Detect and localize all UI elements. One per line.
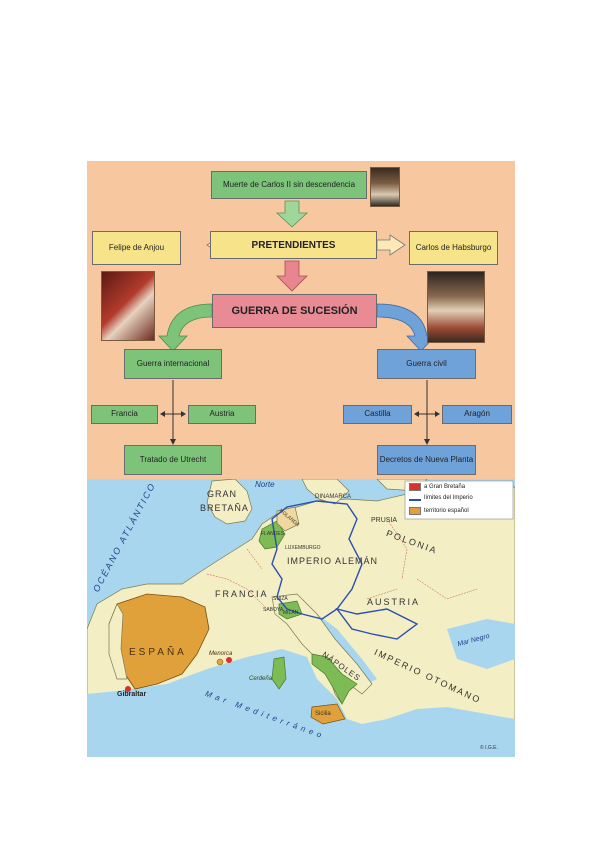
label-austria: AUSTRIA [367,597,421,607]
legend-swatch-red [409,483,421,491]
tratado-utrecht-label: Tratado de Utrecht [139,454,207,464]
austria-box: Austria [188,405,256,424]
succession-war-diagram: Muerte de Carlos II sin descendencia Fel… [87,161,515,479]
adriatic-sea [317,614,377,684]
label-espana: ESPAÑA [129,647,187,658]
aragon-label: Aragón [464,409,490,419]
label-norte: Norte [255,480,275,489]
label-copyright: © I.G.E. [480,745,498,751]
austria-label: Austria [209,409,235,419]
guerra-internacional-label: Guerra internacional [136,358,210,368]
death-carlos-label: Muerte de Carlos II sin descendencia [222,179,356,189]
arrowhead-left-result [170,439,176,445]
pretendientes-box: PRETENDIENTES [210,231,377,259]
label-imperio-aleman: IMPERIO ALEMÁN [287,556,379,566]
arrowhead-right-h1 [414,411,419,417]
legend-swatch-blue-line [409,498,421,501]
label-luxemburgo: LUXEMBURGO [285,545,321,551]
naples-territory [311,653,358,705]
scandinavia-land [301,479,350,505]
carlos-habsburgo-box: Carlos de Habsburgo [409,231,498,265]
francia-label: Francia [111,409,138,419]
legend-label-territorio: territorio español [424,508,469,514]
label-francia: FRANCIA [215,589,269,599]
map-shapes [87,479,515,757]
label-milan: MILÁN [283,610,299,616]
death-carlos-box: Muerte de Carlos II sin descendencia [211,171,367,199]
label-saboya: SABOYA [263,607,284,613]
black-sea [447,619,515,669]
great-britain-land [206,479,253,525]
nueva-planta-label: Decretos de Nueva Planta [379,454,474,464]
guerra-civil-box: Guerra civil [377,349,476,379]
menorca-british-marker [226,657,232,663]
menorca-island [216,658,224,666]
arrowhead-left-h2 [181,411,186,417]
tratado-utrecht-box: Tratado de Utrecht [124,445,222,475]
felipe-anjou-box: Felipe de Anjou [92,231,181,265]
holland-land [276,506,300,532]
internal-borders [206,518,478,610]
europe-map: a Gran Bretaña límites del Imperio terri… [87,479,515,757]
legend-label-gran-bretana: a Gran Bretaña [424,484,466,490]
guerra-sucesion-box: GUERRA DE SUCESIÓN [212,294,377,328]
sicily-territory [310,703,346,725]
legend-label-limites: límites del Imperio [424,495,473,501]
legend-item-gran-bretana: a Gran Bretaña [409,483,465,491]
label-dinamarca: DINAMARCA [315,494,352,500]
label-flandes: FLANDES [261,531,285,537]
castilla-label: Castilla [364,409,391,419]
legend-item-limites: límites del Imperio [409,495,473,501]
carlos-ii-portrait [370,167,400,207]
gibraltar-british-marker [125,686,131,692]
carlos-habsburgo-portrait [427,271,485,343]
portugal-land [108,603,128,680]
arrowhead-left-h1 [160,411,165,417]
arrow-curve-left [158,303,213,352]
mediterranean-sea [87,649,515,757]
arrowhead-right-h2 [435,411,440,417]
carlos-habsburgo-label: Carlos de Habsburgo [415,242,492,252]
legend-box [404,480,514,520]
arrow-right-pretender [376,234,406,256]
francia-box: Francia [91,405,158,424]
aragon-box: Aragón [442,405,512,424]
label-menorca: Menorca [209,651,233,657]
guerra-civil-label: Guerra civil [406,358,447,368]
label-cerdena: Cerdeña [249,676,273,682]
arrow-down-top [275,200,309,228]
label-prusia: PRUSIA [371,517,398,524]
sardinia-territory [271,656,287,690]
felipe-v-portrait [101,271,155,341]
label-sicilia: Sicilia [315,711,331,717]
castilla-box: Castilla [343,405,412,424]
label-suiza: SUIZA [273,596,288,602]
austria-boundary [335,607,419,640]
arrowhead-right-result [424,439,430,445]
arrow-down-war [276,260,308,292]
legend-swatch-orange [409,507,421,515]
label-gibraltar: Gibraltar [117,691,147,698]
guerra-sucesion-label: GUERRA DE SUCESIÓN [231,304,358,317]
label-gran: GRAN [207,489,238,499]
felipe-anjou-label: Felipe de Anjou [108,242,165,252]
pretendientes-label: PRETENDIENTES [251,239,336,251]
nueva-planta-box: Decretos de Nueva Planta [377,445,476,475]
guerra-internacional-box: Guerra internacional [124,349,222,379]
legend-item-territorio: territorio español [409,507,469,515]
label-bretana: BRETAÑA [200,503,249,513]
